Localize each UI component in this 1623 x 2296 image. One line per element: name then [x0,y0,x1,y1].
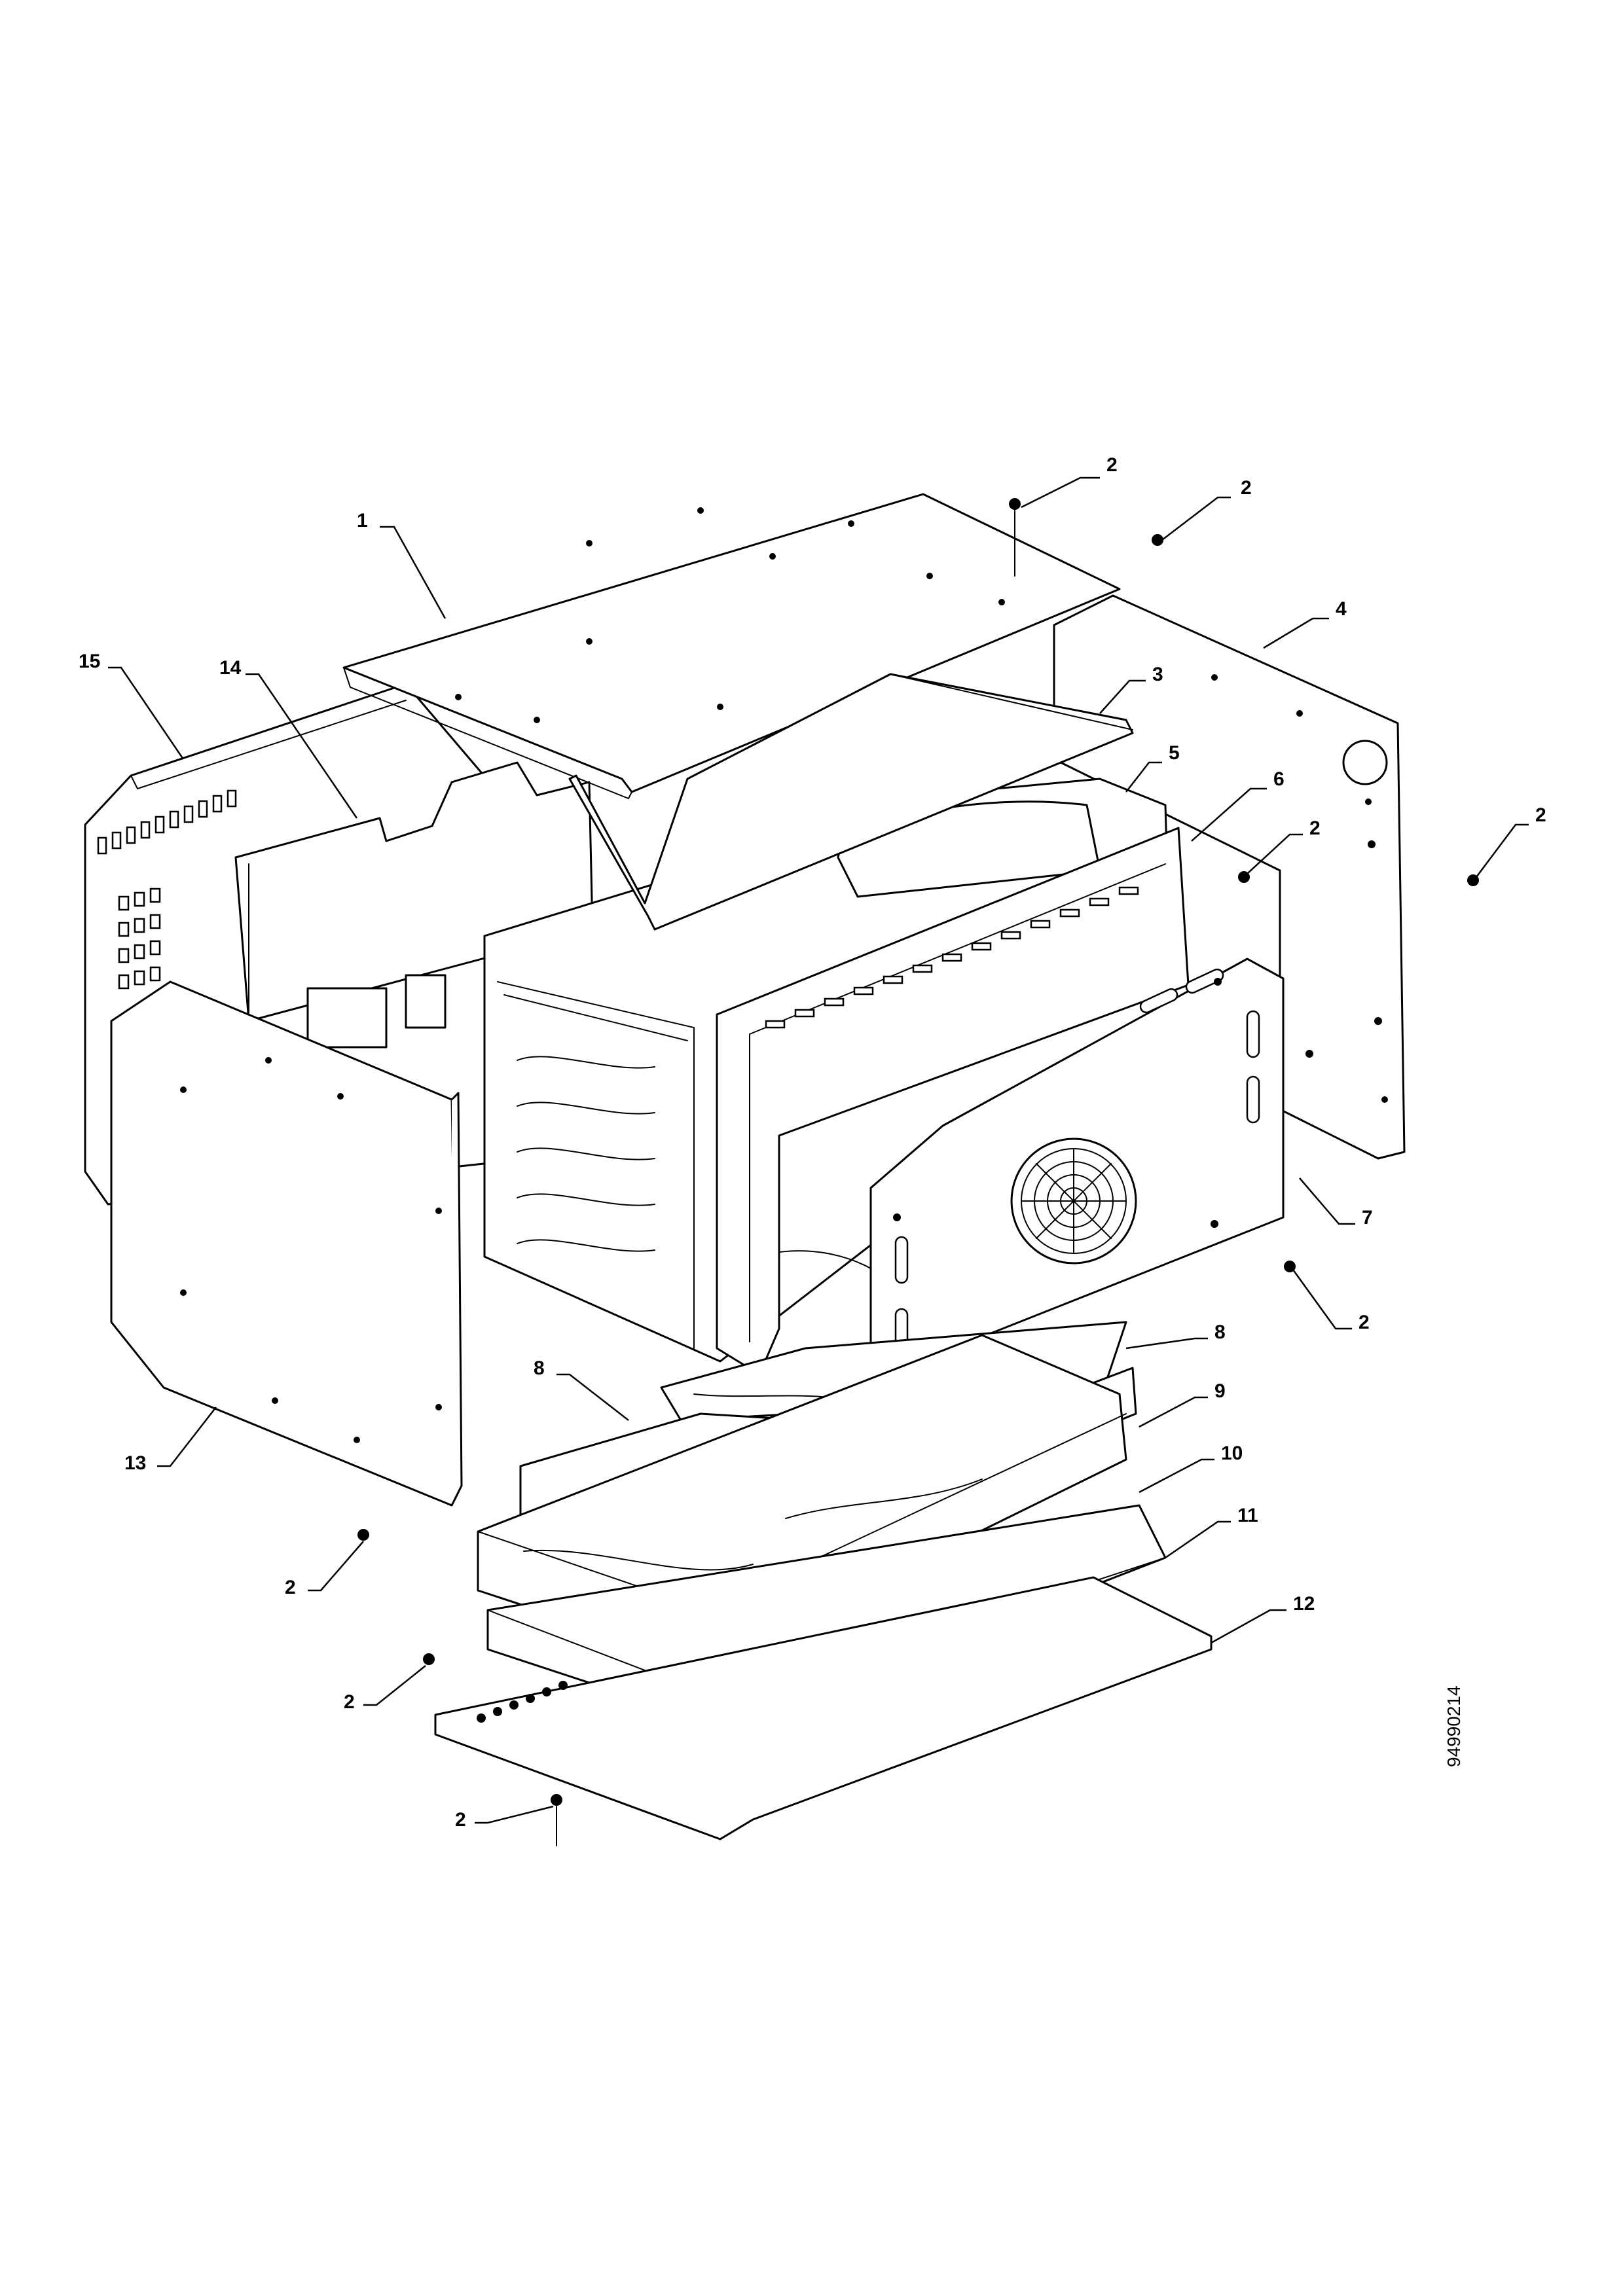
callout-7: 7 [1362,1207,1373,1229]
callout-2-top: 2 [1106,454,1118,476]
document-number: 94990214 [1444,1685,1464,1767]
callout-4: 4 [1336,598,1347,620]
screws [357,498,1479,1846]
callout-10: 10 [1221,1443,1243,1464]
callout-15: 15 [79,651,100,672]
callout-6: 6 [1273,768,1285,790]
part-3-bracket [568,673,1134,931]
callout-11: 11 [1237,1505,1258,1526]
frame-slots [765,886,1139,1029]
screw-top-right [1152,534,1163,546]
part-12-bottom-tray [434,1576,1213,1840]
callout-labels: 1 2 2 3 4 5 6 2 2 7 2 8 8 9 10 11 12 13 … [79,454,1546,1831]
callout-2-plate: 2 [1359,1312,1370,1333]
callout-2-base: 2 [344,1691,355,1713]
screw-plate [1284,1261,1296,1272]
part-7-fan-cover-plate [869,958,1285,1376]
callout-8-left: 8 [534,1357,545,1379]
part-10-insulation-block [477,1334,1127,1667]
screw-side [1467,874,1479,886]
screw-frame [1238,871,1250,883]
part-14-rear-insulation [234,761,594,1049]
callout-13: 13 [124,1452,146,1474]
callout-2-bottom: 2 [455,1809,466,1831]
callout-8-right: 8 [1214,1321,1226,1343]
screw-left-panel [357,1529,369,1541]
terminal-screws [477,1681,568,1723]
callout-12: 12 [1293,1593,1315,1615]
cavity-shelf-ribs [517,1056,655,1252]
callout-2-frame: 2 [1309,817,1321,839]
callout-5: 5 [1169,742,1180,764]
part-6-front-frame [716,827,1190,1376]
screw-bottom [551,1794,562,1806]
screw-top [1009,498,1021,510]
fan-grille [1021,1148,1127,1254]
callout-1: 1 [357,510,368,531]
part-13-left-side-panel [110,980,463,1507]
screw-base [423,1653,435,1665]
leader-lines [108,476,1529,1824]
callout-2-top-right: 2 [1241,477,1252,499]
callout-9: 9 [1214,1380,1226,1402]
callout-14: 14 [219,657,242,679]
rear-panel-vents [97,789,237,990]
callout-2-side: 2 [1535,804,1546,826]
callout-2-left-panel: 2 [285,1577,296,1598]
callout-3: 3 [1152,664,1163,685]
